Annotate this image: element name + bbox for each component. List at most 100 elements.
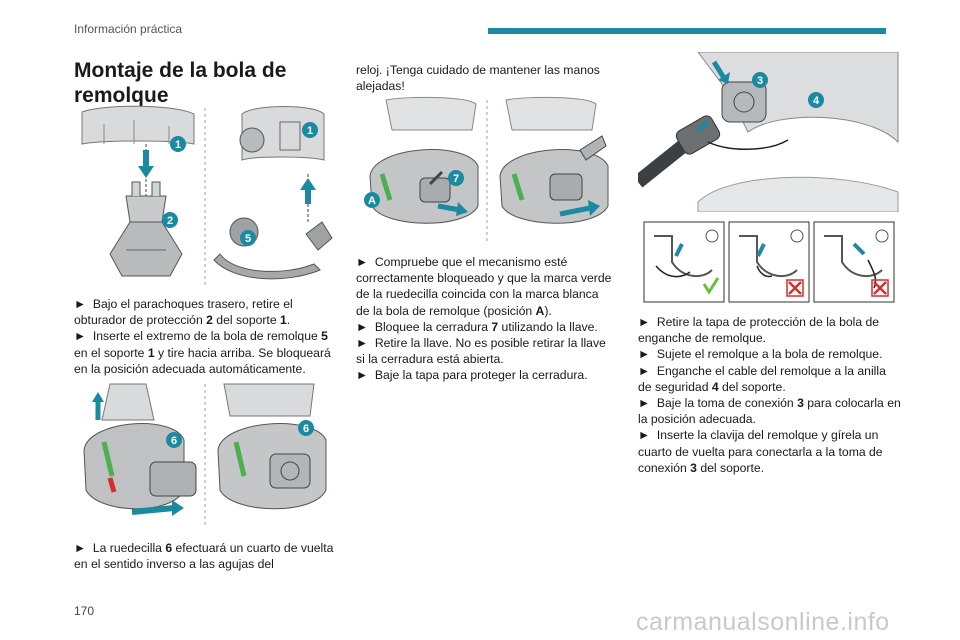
instruction-text: Baje la tapa para proteger la cerradura. bbox=[374, 368, 588, 383]
bullet-arrow-icon: ► bbox=[356, 319, 375, 334]
instruction-text: en el soporte bbox=[74, 345, 148, 360]
instruction-item: ► Bajo el parachoques trasero, retire el… bbox=[74, 296, 338, 328]
running-header: Información práctica bbox=[74, 22, 183, 36]
instruction-text: utilizando la llave. bbox=[498, 319, 598, 334]
callout-6-label: 6 bbox=[303, 423, 309, 435]
reference-number: 3 bbox=[797, 396, 804, 411]
instruction-text: Retire la tapa de protección de la bola … bbox=[638, 315, 880, 346]
instruction-text: ). bbox=[544, 303, 552, 318]
reference-number: 2 bbox=[206, 313, 213, 328]
callout-a bbox=[364, 192, 380, 208]
callout-1 bbox=[170, 136, 186, 152]
instruction-text: Baje la toma de conexión bbox=[656, 396, 798, 411]
col2-instructions: ► Compruebe que el mecanismo esté correc… bbox=[356, 254, 614, 384]
bullet-arrow-icon: ► bbox=[74, 329, 93, 344]
callout-2 bbox=[162, 212, 178, 228]
panel-lock-key bbox=[369, 96, 479, 224]
instruction-text: Compruebe que el mecanismo esté correcta… bbox=[356, 255, 612, 318]
panel-remove-cap bbox=[81, 105, 195, 277]
callout-4 bbox=[808, 92, 824, 108]
reference-number: 4 bbox=[711, 379, 719, 394]
reference-number: 5 bbox=[321, 329, 328, 344]
instruction-text: Retire la llave. No es posible retirar l… bbox=[356, 336, 606, 367]
panel-insert-ball bbox=[213, 106, 333, 280]
callout-7-label: 7 bbox=[453, 173, 459, 185]
instruction-text: para colocarla en la posición adecuada. bbox=[638, 396, 901, 427]
instruction-text: del soporte. bbox=[718, 379, 786, 394]
instruction-item: ► Inserte el extremo de la bola de remol… bbox=[74, 328, 338, 377]
figure-remove-cap-insert-ball: 1 2 1 5 bbox=[81, 105, 333, 286]
callout-6 bbox=[298, 420, 314, 436]
instruction-item: ► Retire la llave. No es posible retirar… bbox=[356, 335, 614, 367]
bullet-arrow-icon: ► bbox=[638, 347, 657, 362]
reference-number: A bbox=[535, 303, 545, 318]
col3-instructions: ► Retire la tapa de protección de la bol… bbox=[638, 314, 902, 476]
instruction-text: Enganche el cable del remolque a la anil… bbox=[638, 363, 886, 394]
bullet-arrow-icon: ► bbox=[356, 336, 375, 351]
callout-1-label: 1 bbox=[175, 139, 181, 151]
panel-knob-turn bbox=[83, 383, 197, 516]
callout-6 bbox=[166, 432, 182, 448]
instruction-text: del soporte bbox=[212, 313, 280, 328]
callout-3-label: 3 bbox=[757, 75, 763, 87]
col1-instructions-cont: ► La ruedecilla 6 efectuará un cuarto de… bbox=[74, 540, 338, 572]
figure-knob-rotation: 6 6 bbox=[83, 383, 327, 526]
reference-number: 3 bbox=[690, 460, 697, 475]
instruction-item: ► Enganche el cable del remolque a la an… bbox=[638, 363, 902, 395]
figure-lock-key: 7 A bbox=[364, 96, 609, 244]
check-icon bbox=[702, 277, 720, 295]
instruction-text: Bloquee la cerradura bbox=[374, 319, 492, 334]
panel-knob-locked bbox=[217, 383, 327, 510]
bullet-arrow-icon: ► bbox=[356, 368, 375, 383]
callout-1-label: 1 bbox=[307, 125, 313, 137]
bullet-arrow-icon: ► bbox=[638, 363, 657, 378]
callout-6-label: 6 bbox=[171, 435, 177, 447]
reference-number: 6 bbox=[165, 541, 173, 555]
instruction-item: ► La ruedecilla 6 efectuará un cuarto de… bbox=[74, 540, 338, 572]
instruction-text: Inserte el extremo de la bola de remolqu… bbox=[92, 329, 322, 344]
instruction-item: ► Retire la tapa de protección de la bol… bbox=[638, 314, 902, 346]
bullet-arrow-icon: ► bbox=[638, 396, 657, 411]
bullet-arrow-icon: ► bbox=[638, 428, 657, 443]
cross-icon bbox=[873, 281, 887, 295]
callout-3 bbox=[752, 72, 768, 88]
figure-trailer-connection: 3 4 bbox=[638, 52, 899, 212]
instruction-text: Inserte la clavija del remolque y gírela… bbox=[638, 428, 883, 475]
callout-4-label: 4 bbox=[813, 95, 820, 107]
instruction-item: ► Baje la toma de conexión 3 para coloca… bbox=[638, 395, 902, 427]
instruction-text: del soporte. bbox=[696, 460, 765, 475]
instruction-text: efectuará un cuarto de vuelta en el sent… bbox=[74, 541, 334, 572]
bullet-arrow-icon: ► bbox=[356, 255, 375, 269]
cable-diagram-wrong-2 bbox=[813, 221, 895, 303]
panel-connection bbox=[638, 52, 899, 212]
cross-icon bbox=[788, 281, 802, 295]
instruction-text: . bbox=[286, 313, 291, 328]
callout-a-label: A bbox=[368, 195, 376, 207]
instruction-item: ► Baje la tapa para proteger la cerradur… bbox=[356, 367, 614, 383]
instruction-item: ► Bloquee la cerradura 7 utilizando la l… bbox=[356, 319, 614, 335]
section-title: Montaje de la bola de remolque bbox=[74, 59, 287, 107]
callout-5-label: 5 bbox=[245, 233, 251, 245]
watermark-text: carmanualsonline.info bbox=[636, 608, 890, 636]
callout-5 bbox=[240, 230, 256, 246]
instruction-item: ► Inserte la clavija del remolque y gíre… bbox=[638, 427, 902, 476]
bullet-arrow-icon: ► bbox=[638, 315, 657, 329]
reference-number: 7 bbox=[491, 319, 499, 334]
page-number: 170 bbox=[74, 604, 95, 618]
instruction-text: Bajo el parachoques trasero, retire el o… bbox=[74, 297, 293, 328]
header-accent-bar bbox=[488, 28, 886, 34]
col2-intro: reloj. ¡Tenga cuidado de mantener las ma… bbox=[356, 63, 600, 94]
col1-instructions: ► Bajo el parachoques trasero, retire el… bbox=[74, 296, 338, 377]
reference-number: 1 bbox=[147, 345, 155, 360]
bullet-arrow-icon: ► bbox=[74, 541, 93, 555]
instruction-item: ► Compruebe que el mecanismo esté correc… bbox=[356, 254, 614, 319]
figure-cable-positions bbox=[643, 221, 895, 303]
panel-lock-cover bbox=[499, 96, 609, 224]
cable-diagram-correct bbox=[643, 221, 725, 303]
callout-2-label: 2 bbox=[167, 215, 173, 227]
callout-1 bbox=[302, 122, 318, 138]
cable-diagram-wrong-1 bbox=[728, 221, 810, 303]
instruction-item: ► Sujete el remolque a la bola de remolq… bbox=[638, 346, 902, 362]
instruction-text: Sujete el remolque a la bola de remolque… bbox=[656, 347, 883, 362]
callout-7 bbox=[448, 170, 464, 186]
